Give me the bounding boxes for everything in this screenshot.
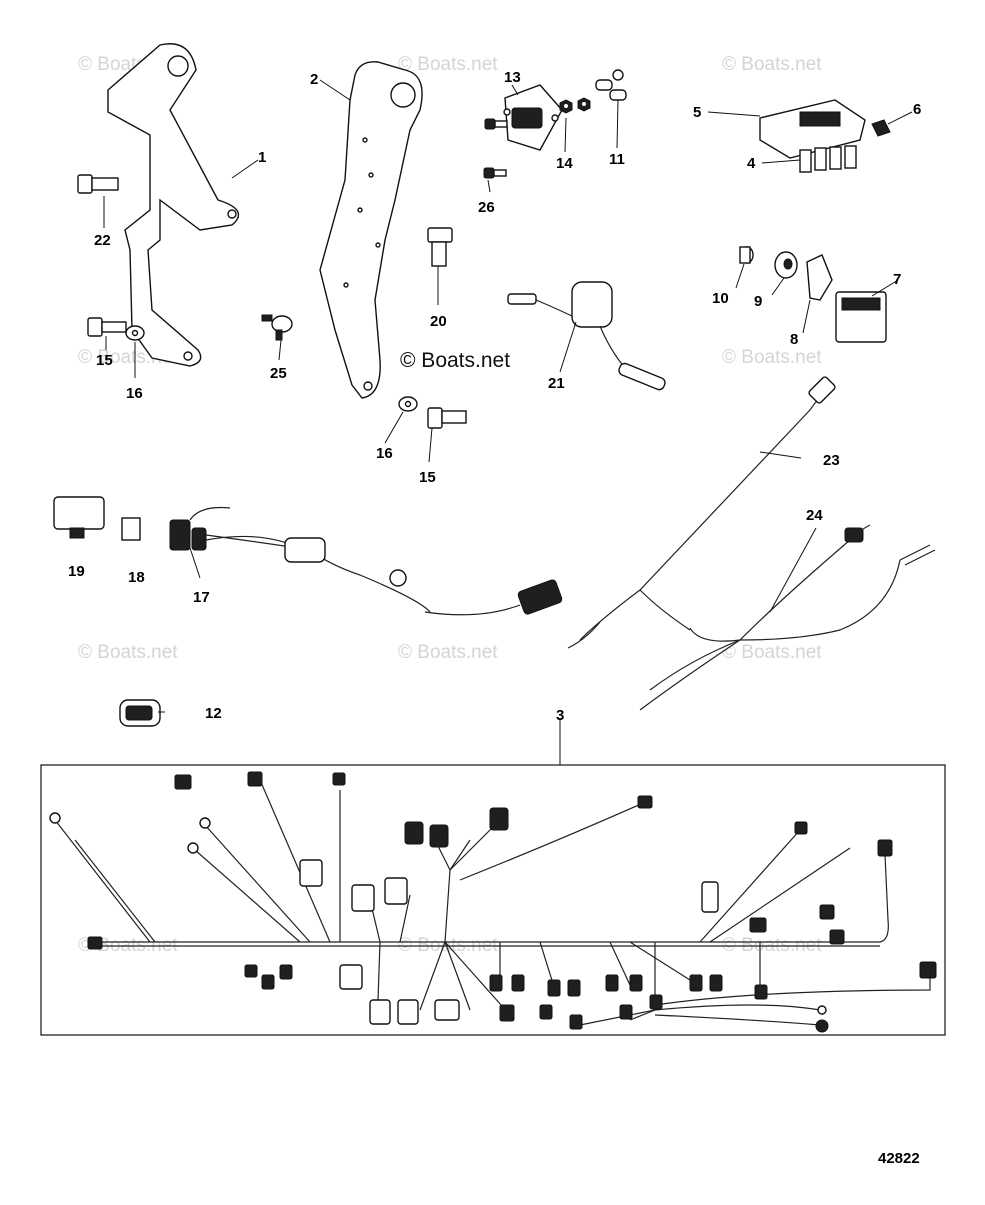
callout-15b: 15: [419, 469, 436, 486]
callout-18: 18: [128, 569, 145, 586]
connector-icon: [119, 699, 161, 727]
harness-icon: [567, 376, 836, 649]
clip-icon: [261, 314, 293, 341]
callout-15: 15: [96, 352, 113, 369]
watermark: © Boats.net: [398, 642, 498, 663]
callout-19: 19: [68, 563, 85, 580]
callout-5: 5: [693, 104, 701, 121]
callout-12: 12: [205, 705, 222, 722]
callout-14: 14: [556, 155, 573, 172]
callout-9: 9: [754, 293, 762, 310]
callout-11: 11: [609, 151, 625, 168]
callout-13: 13: [504, 69, 521, 86]
connector-icon: [49, 771, 937, 1033]
leader-lines: [103, 79, 913, 765]
nut-icon: [577, 97, 591, 112]
bolt-icon: [484, 118, 508, 130]
callout-1: 1: [258, 149, 266, 166]
figure-number: 42822: [878, 1150, 920, 1167]
callout-23: 23: [823, 452, 840, 469]
watermark: © Boats.net: [722, 347, 822, 368]
callout-8: 8: [790, 331, 798, 348]
callout-25: 25: [270, 365, 287, 382]
callout-labels: 1 2 3 4 5 6 7 8 9 10 11 12 13 14 15 16 1…: [68, 69, 921, 724]
watermark: © Boats.net: [722, 642, 822, 663]
callout-6: 6: [913, 101, 921, 118]
sensor-icon: [507, 281, 666, 391]
bolt-icon: [87, 317, 127, 337]
harness-icon: [639, 524, 936, 711]
copyright-label: © Boats.net: [400, 349, 510, 372]
callout-20: 20: [430, 313, 447, 330]
callout-3: 3: [556, 707, 564, 724]
callout-2: 2: [310, 71, 318, 88]
watermark: © Boats.net: [722, 54, 822, 75]
relay-icon: [835, 291, 887, 343]
clip-icon: [871, 119, 891, 137]
watermark: © Boats.net: [398, 54, 498, 75]
bolt-icon: [77, 174, 119, 194]
watermark: © Boats.net: [78, 642, 178, 663]
bolt-icon: [427, 227, 453, 267]
fuse-icon: [121, 517, 141, 541]
breaker-icon: [503, 84, 563, 151]
callout-7: 7: [893, 271, 901, 288]
bolt-icon: [483, 167, 507, 179]
callout-22: 22: [94, 232, 111, 249]
nut-icon: [559, 99, 573, 114]
fuse-icon: [799, 145, 857, 173]
callout-16: 16: [126, 385, 143, 402]
washer-icon: [125, 325, 145, 341]
callout-21: 21: [548, 375, 565, 392]
callout-24: 24: [806, 507, 823, 524]
callout-10: 10: [712, 290, 729, 307]
callout-4: 4: [747, 155, 756, 172]
harness-frame: [40, 764, 946, 1036]
relay-icon: [759, 99, 866, 159]
grommet-icon: [739, 246, 754, 264]
bracket-icon: [107, 43, 240, 367]
relay-icon: [53, 496, 105, 539]
harness-icon: [169, 506, 563, 616]
bracket-icon: [319, 61, 423, 399]
washer-icon: [398, 396, 418, 412]
bracket-icon: [806, 254, 833, 301]
callout-26: 26: [478, 199, 495, 216]
callout-17: 17: [193, 589, 210, 606]
grommet-icon: [774, 251, 798, 279]
callout-16b: 16: [376, 445, 393, 462]
bolt-icon: [427, 407, 467, 429]
terminal-icon: [595, 69, 627, 101]
